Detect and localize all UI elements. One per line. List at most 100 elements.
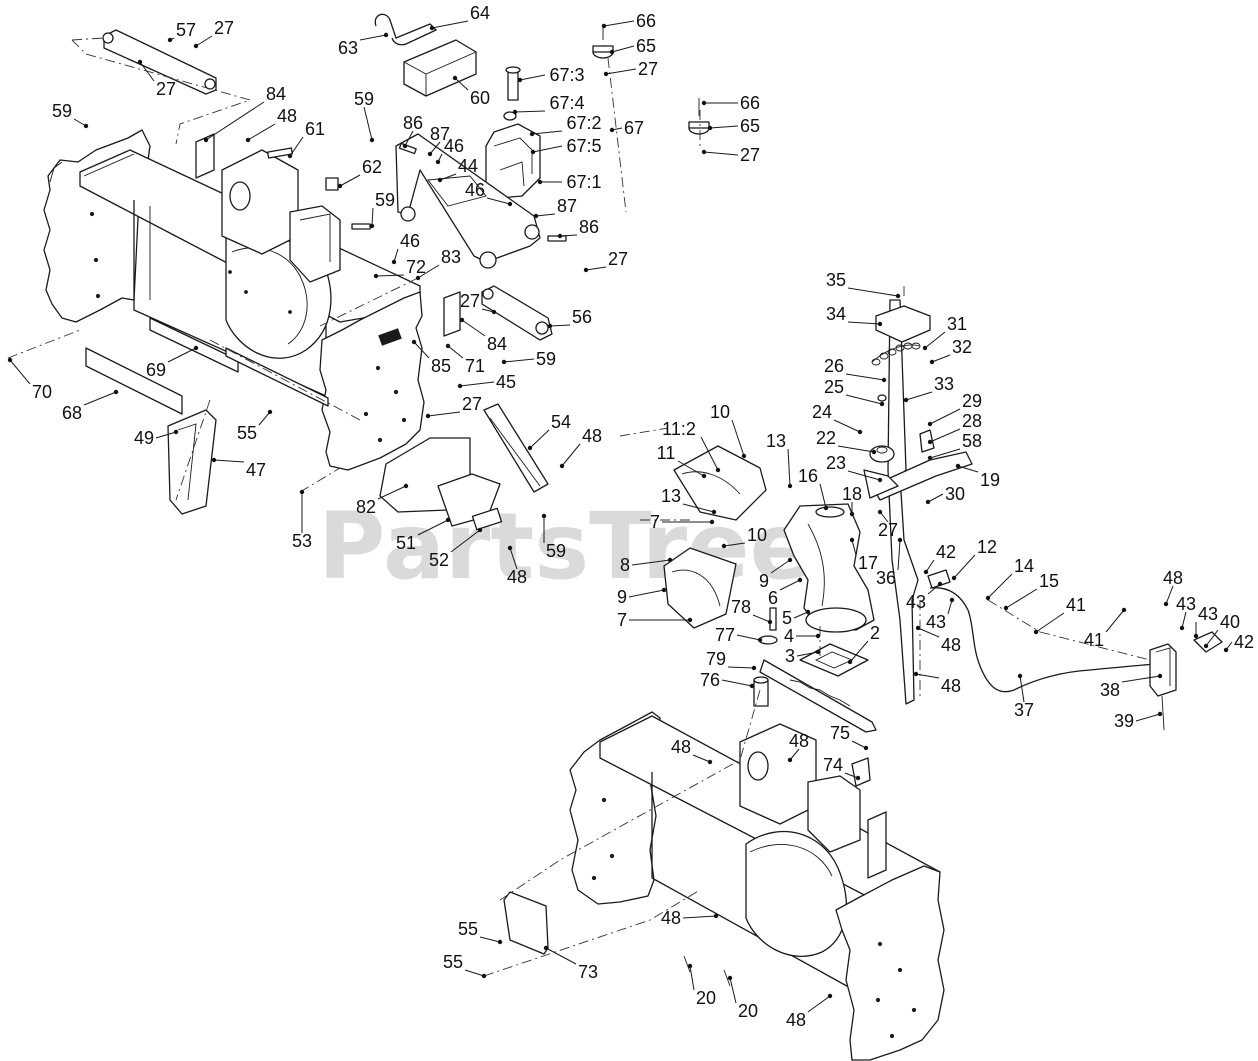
callout-number: 84 [266,84,286,104]
leader-line [359,34,387,41]
leader-line [929,448,961,459]
leader-dot [707,759,713,765]
leader-dot [877,509,883,515]
leader-dot [529,131,535,137]
leader-dot [481,973,487,979]
leader-dot [603,71,609,77]
callout-c33: 33 [903,374,954,403]
leader-line [1181,611,1187,629]
callout-c20b: 20 [727,975,758,1021]
callout-number: 62 [362,157,382,177]
leader-line [289,136,304,157]
callout-c49: 49 [134,428,179,448]
callout-number: 67:5 [566,136,601,156]
callout-c46a: 46 [435,136,464,165]
leader-dot [477,527,483,533]
leader-dot [402,143,408,149]
lower-housing [503,711,945,1061]
callout-c10a: 10 [710,402,747,459]
leader-dot [951,575,957,581]
callout-number: 15 [1039,571,1059,591]
callout-c3: 3 [785,646,821,666]
leader-dot [435,159,441,165]
leader-line [833,419,861,433]
leader-dot [1193,633,1199,639]
callout-c84b: 84 [459,317,507,354]
callout-c27d: 27 [701,145,760,165]
leader-line [807,995,831,1013]
leader-dot [787,557,793,563]
callout-c2: 2 [847,623,880,665]
callout-number: 47 [246,460,266,480]
leader-dot [211,457,217,463]
callout-c61: 61 [287,119,325,159]
leader-line [459,381,495,387]
leader-dot [369,137,375,143]
callout-number: 69 [146,360,166,380]
leader-dot [707,125,713,131]
leader-line [897,539,901,571]
callout-c45: 45 [457,372,516,392]
callout-c37: 37 [1014,673,1034,720]
callout-number: 13 [766,431,786,451]
callout-c28: 28 [927,411,982,445]
callout-number: 73 [578,962,598,982]
leader-dot [459,317,465,323]
leader-line [73,118,87,127]
leader-dot [815,633,821,639]
leader-line [464,969,485,977]
callout-c65a: 65 [609,36,656,56]
leader-line [417,519,449,536]
callout-c84a: 84 [203,84,286,143]
upper-housing [43,129,549,531]
callout-number: 16 [798,466,818,486]
callout-c64: 64 [429,3,490,31]
callout-number: 27 [156,79,176,99]
leader-dot [411,339,417,345]
callout-c27b: 27 [137,59,176,99]
leader-dot [701,149,707,155]
leader-line [83,391,117,406]
leader-line [377,485,407,500]
callout-c27f: 27 [460,291,497,315]
leader-dot [1163,601,1169,607]
leader-dot [767,619,773,625]
leader-line [796,651,819,657]
callout-c10b: 10 [721,525,767,549]
leader-line [692,754,711,763]
callout-number: 40 [1220,612,1240,632]
callout-number: 19 [980,470,1000,490]
leader-line [731,419,745,457]
leader-dot [245,137,251,143]
leader-dot [871,449,877,455]
callout-number: 46 [465,180,485,200]
leader-dot [1157,673,1163,679]
callout-c675: 67:5 [530,136,602,156]
callout-c29: 29 [927,391,982,427]
callout-number: 27 [462,394,482,414]
callout-c11: 11 [657,443,707,479]
callout-number: 53 [292,531,312,551]
callout-c7b: 7 [617,610,693,630]
callout-c23: 23 [826,453,883,483]
callout-number: 57 [176,20,196,40]
callout-c41b: 41 [1084,607,1127,650]
leader-dot [985,595,991,601]
leader-line [729,977,737,1004]
callout-c27a: 27 [193,18,234,49]
callout-number: 86 [579,217,599,237]
callout-c34: 34 [826,304,883,327]
callout-number: 12 [977,537,997,557]
callout-c59d: 59 [501,349,556,369]
callout-number: 48 [941,676,961,696]
callout-number: 20 [696,988,716,1008]
leader-line [447,345,464,359]
leader-dot [687,963,693,969]
callout-number: 46 [444,136,464,156]
callout-number: 27 [460,291,480,311]
callout-c43d: 43 [1193,604,1218,639]
callout-c58: 58 [927,431,982,461]
leader-dot [715,467,721,473]
